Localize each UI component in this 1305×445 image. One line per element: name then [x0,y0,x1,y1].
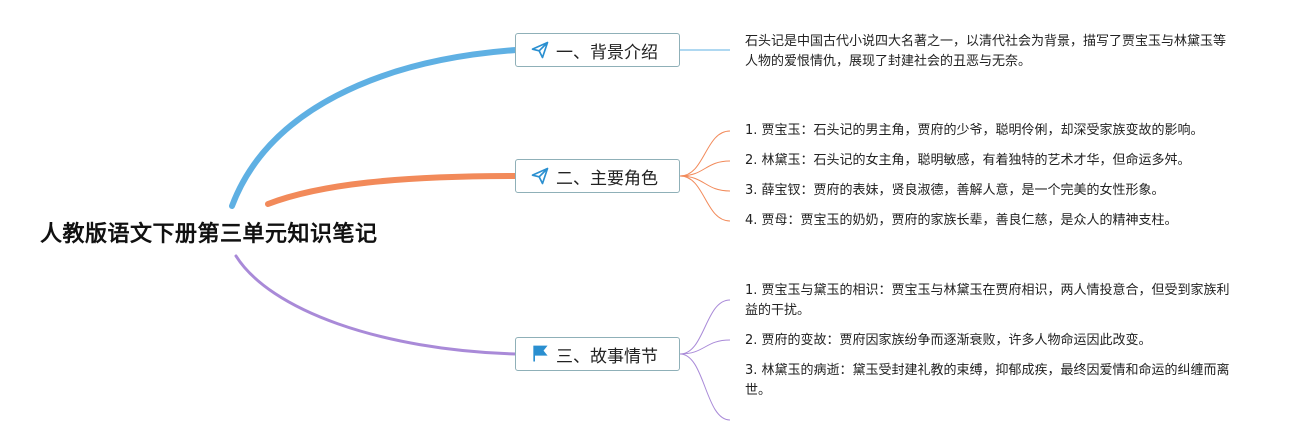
note-link-3-3 [679,353,731,421]
note-character-1: 1. 贾宝玉：石头记的男主角，贾府的少爷，聪明伶俐，却深受家族变故的影响。 [745,123,1204,138]
branch-line-1 [229,47,519,209]
topic-label: 二、主要角色 [556,168,658,189]
note-link-2-1 [679,130,731,177]
topic-plot[interactable]: 三、故事情节 [515,337,680,371]
topic-main-characters[interactable]: 二、主要角色 [515,159,680,193]
topic-label: 三、故事情节 [556,346,658,367]
note-link-3-2 [679,339,731,355]
note-link-2-3 [679,175,731,192]
note-link-3-1 [679,299,731,355]
note-character-4: 4. 贾母：贾宝玉的奶奶，贾府的家族长辈，善良仁慈，是众人的精神支柱。 [745,213,1178,228]
note-background: 石头记是中国古代小说四大名著之一，以清代社会为背景，描写了贾宝玉与林黛玉等人物的… [745,34,1227,69]
note-plot-1: 1. 贾宝玉与黛玉的相识：贾宝玉与林黛玉在贾府相识，两人情投意合，但受到家族利益… [745,283,1230,318]
paper-plane-icon [530,166,550,186]
root-topic[interactable]: 人教版语文下册第三单元知识笔记 [40,222,378,247]
paper-plane-icon [530,40,550,60]
note-character-2: 2. 林黛玉：石头记的女主角，聪明敏感，有着独特的艺术才华，但命运多舛。 [745,153,1191,168]
note-character-3: 3. 薛宝钗：贾府的表妹，贤良淑德，善解人意，是一个完美的女性形象。 [745,183,1165,198]
flag-icon [530,344,550,364]
branch-line-2 [265,173,519,207]
note-plot-2: 2. 贾府的变故：贾府因家族纷争而逐渐衰败，许多人物命运因此改变。 [745,333,1152,348]
note-plot-3: 3. 林黛玉的病逝：黛玉受封建礼教的束缚，抑郁成疾，最终因爱情和命运的纠缠而离世… [745,363,1230,398]
topic-background[interactable]: 一、背景介绍 [515,33,680,67]
note-link-2-2 [679,160,731,177]
topic-label: 一、背景介绍 [556,42,658,63]
branch-line-3 [234,254,518,356]
note-link-2-4 [679,175,731,222]
